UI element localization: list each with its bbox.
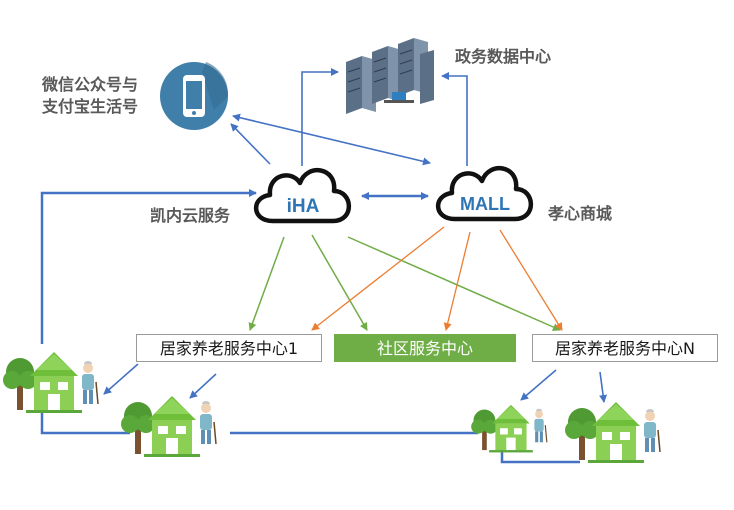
wechat-label-line1: 微信公众号与 xyxy=(42,75,139,94)
mall-cloud-label: MALL xyxy=(460,194,510,214)
wechat-label-line2: 支付宝生活号 xyxy=(42,97,139,116)
community-center-box: 社区服务中心 xyxy=(334,334,516,362)
mall-cloud: MALL xyxy=(438,168,531,219)
elderly-person-icon xyxy=(533,408,548,443)
elderly-person-icon xyxy=(81,360,99,405)
home-3 xyxy=(471,404,548,453)
orange-connections xyxy=(311,226,563,331)
home-4 xyxy=(565,402,661,463)
xiaoxin-mall-label: 孝心商城 xyxy=(548,204,613,223)
iha-cloud-label: iHA xyxy=(287,196,320,217)
green-connections xyxy=(248,234,561,331)
elderly-person-icon xyxy=(643,408,661,453)
server-rack-icon xyxy=(346,38,434,114)
smartphone-icon xyxy=(160,62,229,130)
gov-data-label: 政务数据中心 xyxy=(455,47,552,66)
home-1 xyxy=(3,352,99,413)
blue-connections xyxy=(40,68,608,464)
home-2 xyxy=(121,396,217,457)
kainei-cloud-label: 凯内云服务 xyxy=(150,206,231,225)
home-center-1-box: 居家养老服务中心1 xyxy=(136,334,322,362)
home-center-n-box: 居家养老服务中心N xyxy=(532,334,718,362)
iha-cloud: iHA xyxy=(256,170,349,221)
elderly-person-icon xyxy=(199,400,217,445)
